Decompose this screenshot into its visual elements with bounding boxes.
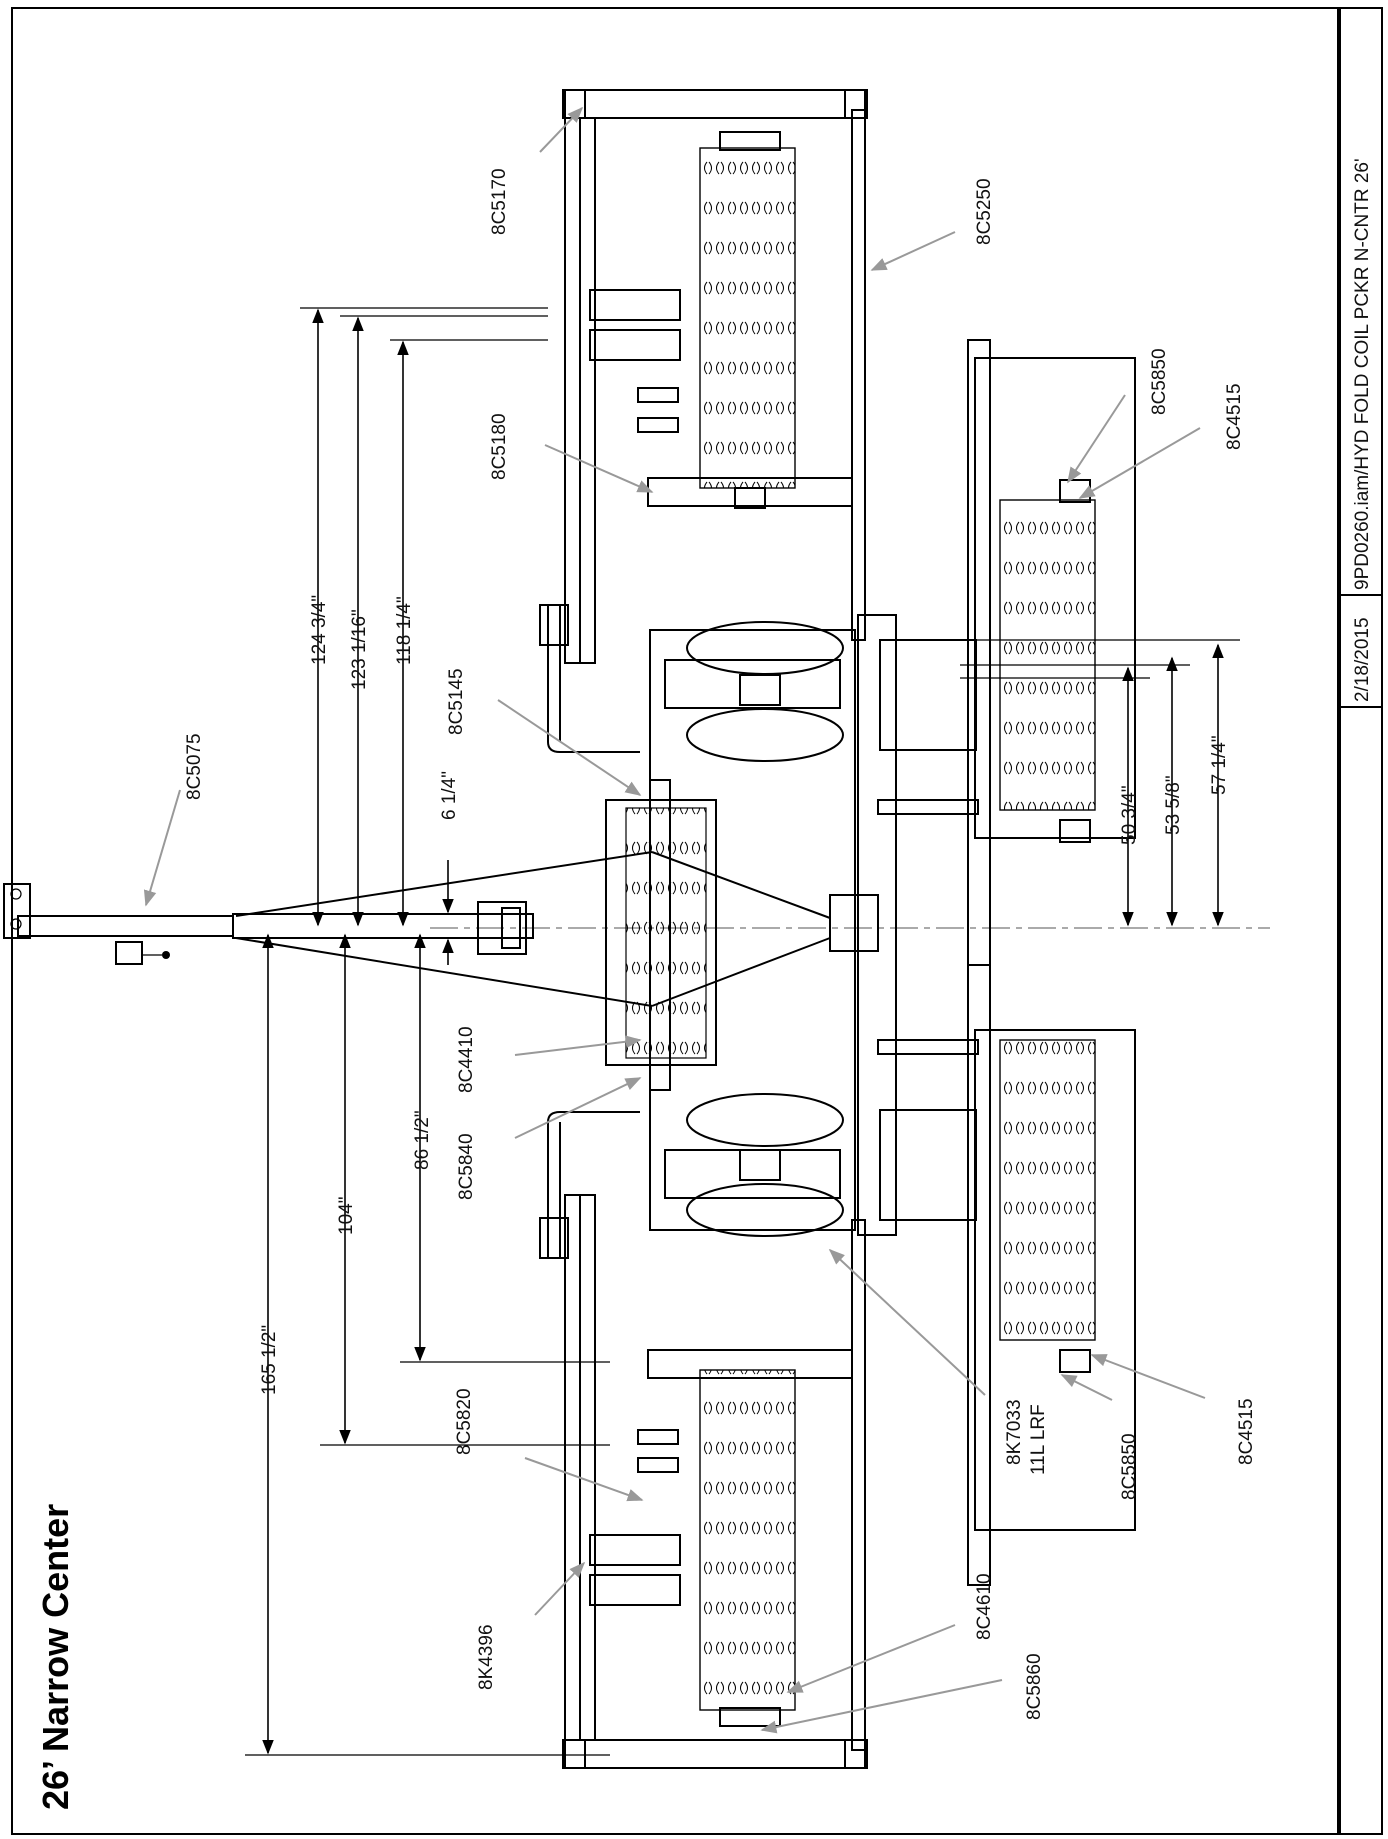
label-8C5850-top: 8C5850	[1149, 348, 1170, 415]
label-8C4515-top: 8C4515	[1224, 383, 1245, 450]
dim-86-1-2: 86 1/2"	[412, 1110, 433, 1170]
center-frame	[539, 604, 856, 1259]
label-8C5170: 8C5170	[489, 168, 510, 235]
dim-53-5-8: 53 5/8"	[1163, 775, 1184, 835]
dimension-labels: 124 3/4" 123 1/16" 118 1/4" 6 1/4" 86 1/…	[259, 595, 1230, 1395]
extension-lines	[245, 307, 1240, 1756]
tire-2	[686, 708, 844, 762]
dimension-lines	[262, 308, 1224, 1755]
label-8C5145: 8C5145	[446, 668, 467, 735]
dim-104: 104"	[336, 1197, 357, 1235]
dim-6-1-4: 6 1/4"	[439, 771, 460, 820]
label-8C4515-bottom: 8C4515	[1236, 1398, 1257, 1465]
label-8C5250: 8C5250	[974, 178, 995, 245]
label-8K4396: 8K4396	[476, 1624, 497, 1690]
title-block-date: 2/18/2015	[1352, 617, 1373, 702]
part-leaders	[143, 106, 1206, 1734]
coil-packer-center	[625, 807, 707, 1059]
title-block-file: 9PD0260.iam/HYD FOLD COIL PCKR N-CNTR 26…	[1352, 158, 1373, 590]
dim-123-1-16: 123 1/16"	[349, 609, 370, 690]
label-11L-LRF: 11L LRF	[1028, 1404, 1049, 1475]
dim-124-3-4: 124 3/4"	[309, 595, 330, 665]
tire-3	[686, 1093, 844, 1147]
label-8C5850-bottom: 8C5850	[1119, 1433, 1140, 1500]
dim-50-3-4: 50 3/4"	[1119, 785, 1140, 845]
label-8K7033: 8K7033	[1004, 1399, 1025, 1465]
label-8C4410: 8C4410	[456, 1026, 477, 1093]
dim-118-1-4: 118 1/4"	[394, 596, 415, 665]
dim-57-1-4: 57 1/4"	[1209, 735, 1230, 795]
label-8C5840: 8C5840	[456, 1133, 477, 1200]
title-block: 9PD0260.iam/HYD FOLD COIL PCKR N-CNTR 26…	[1339, 7, 1383, 1835]
label-8C5820: 8C5820	[454, 1388, 475, 1455]
label-8C4610: 8C4610	[974, 1573, 995, 1640]
part-labels: 8C5170 8C5250 8C5180 8C5850 8C4515 8C507…	[184, 168, 1257, 1720]
machine-drawing	[3, 89, 1240, 1769]
coil-packer-rear-top	[999, 499, 1096, 811]
rear-tool-bar	[829, 339, 991, 1586]
coil-packer-top	[699, 147, 796, 489]
label-8C5860: 8C5860	[1024, 1653, 1045, 1720]
label-8C5075: 8C5075	[184, 733, 205, 800]
wing-frame-bottom	[562, 1194, 868, 1769]
dim-165-1-2: 165 1/2"	[259, 1325, 280, 1395]
coil-packer-rear-bottom	[999, 1039, 1096, 1341]
label-8C5180: 8C5180	[489, 413, 510, 480]
rear-coil-packers	[974, 357, 1136, 1531]
tire-4	[686, 1183, 844, 1237]
wing-frame-top	[562, 89, 868, 664]
hitch-tongue	[3, 851, 831, 1007]
drawing-title: 26’ Narrow Center	[35, 1504, 76, 1810]
coil-packer-bottom	[699, 1369, 796, 1711]
